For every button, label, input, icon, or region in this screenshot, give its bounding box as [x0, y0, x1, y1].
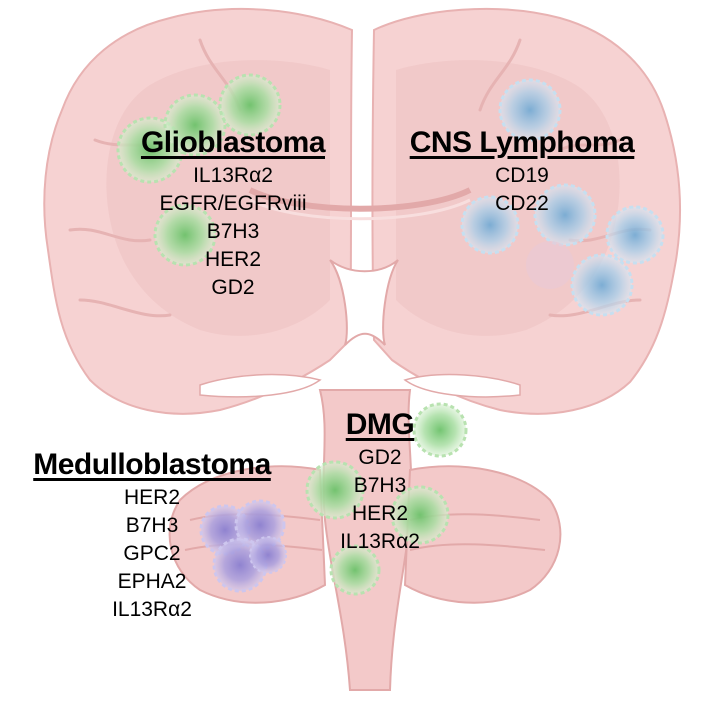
medulloblastoma-tumor-cells: [199, 499, 287, 593]
dmg-target: B7H3: [353, 474, 407, 497]
dmg-target: IL13Rα2: [340, 530, 420, 553]
glioblastoma-target: B7H3: [206, 220, 260, 243]
medulloblastoma-target: GPC2: [123, 542, 181, 565]
medulloblastoma-target: HER2: [123, 486, 181, 509]
glioblastoma-target: HER2: [204, 248, 262, 271]
dmg-target: HER2: [351, 502, 409, 525]
cns-lymphoma-label-group: CNS Lymphoma CD19 CD22: [382, 126, 662, 218]
medulloblastoma-target: EPHA2: [117, 570, 187, 593]
cns-lymphoma-title: CNS Lymphoma: [409, 126, 635, 159]
glioblastoma-target: IL13Rα2: [193, 164, 273, 187]
glioblastoma-tumor-cells: [116, 73, 282, 267]
ventricles: [329, 259, 399, 346]
temporal-horn-left: [199, 373, 322, 398]
temporal-horn-right: [403, 373, 521, 398]
glioblastoma-title: Glioblastoma: [140, 126, 326, 159]
medulloblastoma-target: B7H3: [125, 514, 179, 537]
medulloblastoma-label-group: Medulloblastoma HER2 B7H3 GPC2 EPHA2 IL1…: [2, 448, 302, 624]
medulloblastoma-target: IL13Rα2: [112, 598, 192, 621]
glioblastoma-target: GD2: [211, 276, 255, 299]
corpus-callosum: [248, 187, 472, 212]
medulloblastoma-title: Medulloblastoma: [33, 448, 271, 481]
glioblastoma-target: EGFR/EGFRviii: [159, 192, 307, 215]
dmg-label-group: DMG GD2 B7H3 HER2 IL13Rα2: [300, 408, 460, 556]
cns-lymphoma-target: CD22: [495, 192, 549, 215]
glioblastoma-label-group: Glioblastoma IL13Rα2 EGFR/EGFRviii B7H3 …: [118, 126, 348, 302]
dmg-target: GD2: [358, 446, 402, 469]
dmg-title: DMG: [345, 408, 415, 441]
lymphoma-tumor-cells: [460, 78, 665, 317]
dmg-tumor-cells: [305, 402, 468, 596]
cns-lymphoma-target: CD19: [495, 164, 549, 187]
